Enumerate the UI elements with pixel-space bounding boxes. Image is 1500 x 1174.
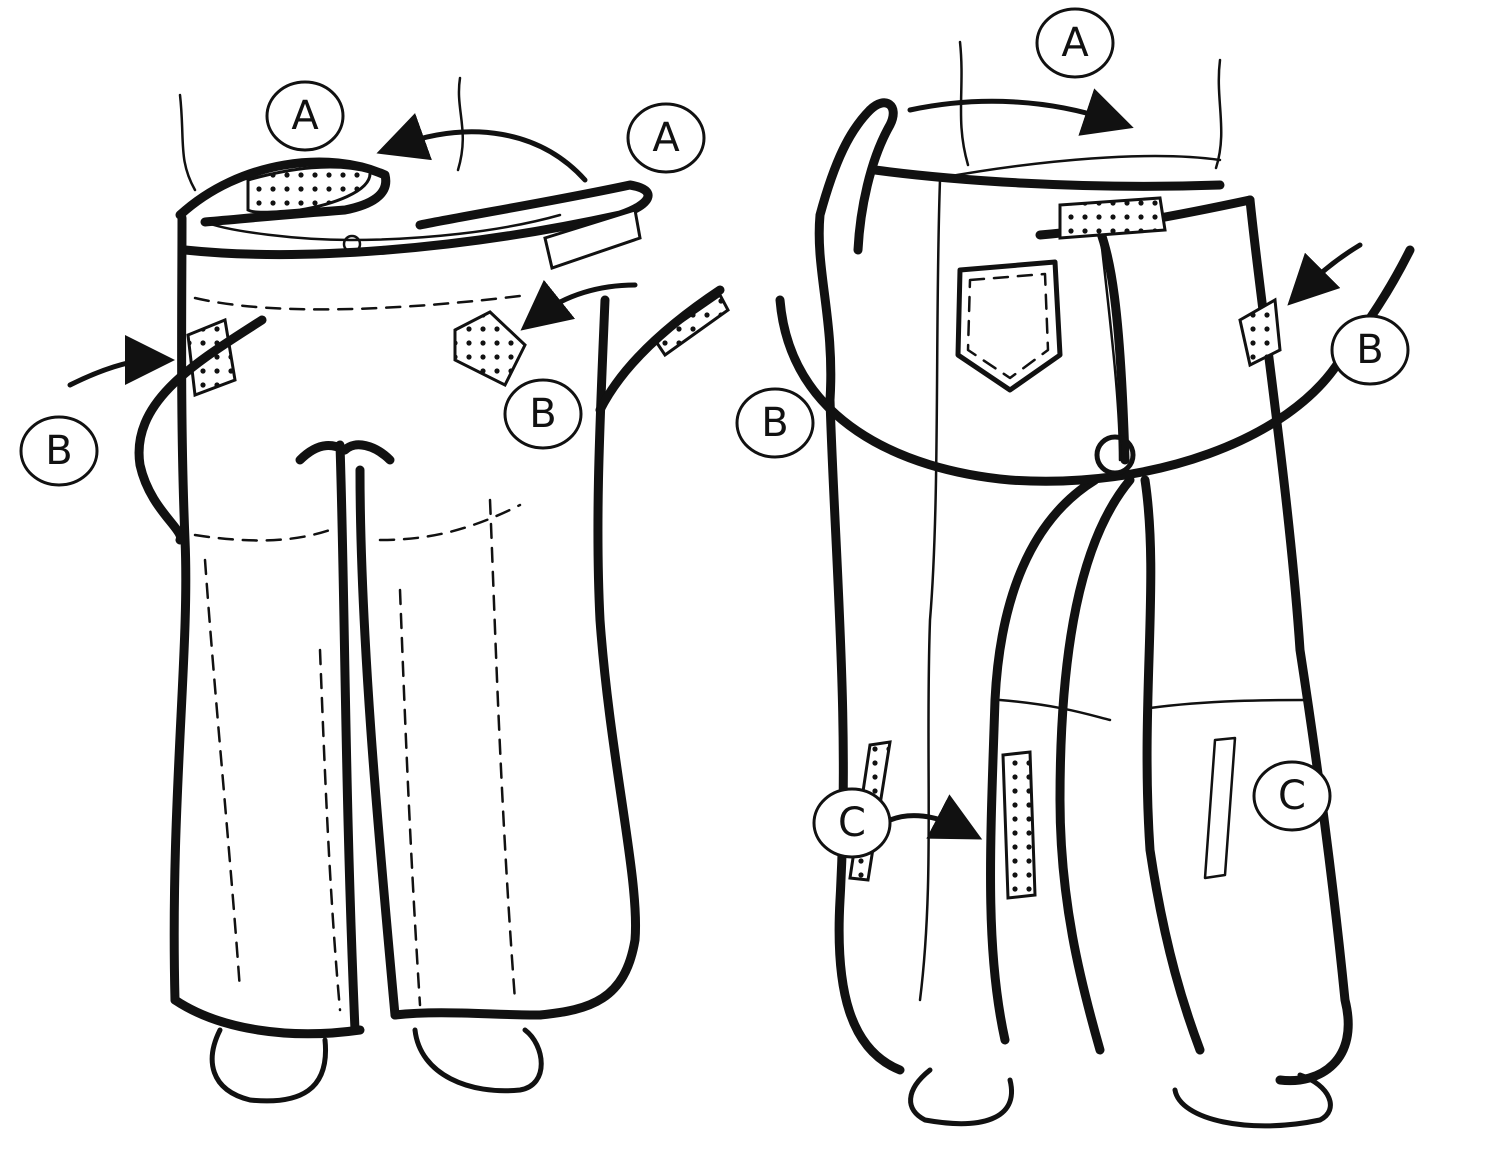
- back-waistband-top: [870, 165, 1225, 191]
- back-label-c-left: C: [812, 787, 892, 859]
- back-label-a: A: [1035, 7, 1115, 79]
- back-leg-inner-left-b: [1055, 475, 1135, 1055]
- front-foot-right: [412, 1027, 544, 1094]
- front-side-seam-left: [203, 558, 242, 992]
- back-waist-flap-inner: [853, 98, 898, 255]
- back-label-c-right: C: [1252, 760, 1332, 832]
- back-waistband-edge: [938, 154, 1222, 180]
- back-leg-outer-left: [825, 395, 905, 1075]
- front-view-jeans: [67, 76, 730, 1104]
- back-center-seam: [1095, 225, 1130, 465]
- back-original-outline-left: [918, 178, 942, 1002]
- back-arrow-c: [887, 794, 983, 840]
- front-label-b-right: B: [503, 378, 583, 450]
- svg-text:B: B: [1356, 327, 1383, 373]
- back-knee-line-left: [998, 698, 1112, 722]
- front-arrow-a-curve: [376, 113, 588, 183]
- front-inseam-left: [335, 440, 360, 1035]
- front-side-flap-left: [134, 315, 267, 545]
- front-torso-line-right: [456, 76, 465, 172]
- front-label-b-left: B: [19, 415, 99, 487]
- front-leg-outer-left: [169, 213, 191, 1005]
- front-inseam-right: [355, 465, 400, 1020]
- front-label-a-left: A: [265, 80, 345, 152]
- back-pocket-stitch: [966, 272, 1050, 380]
- front-waistband-inner: [203, 213, 562, 242]
- back-leg-inner-right-a: [1140, 475, 1205, 1055]
- back-label-b-right: B: [1330, 314, 1410, 386]
- front-crotch: [295, 440, 395, 465]
- back-knee-slot-right: [1203, 736, 1237, 880]
- front-inner-seam-right: [398, 588, 422, 1007]
- front-leg-outer-right: [535, 295, 641, 1020]
- svg-text:A: A: [291, 93, 319, 139]
- front-button-icon: [342, 234, 362, 254]
- front-side-flap-right: [595, 285, 725, 415]
- front-hem-right: [390, 1008, 545, 1020]
- front-pocket-line-left: [193, 528, 332, 542]
- svg-text:C: C: [838, 800, 866, 846]
- front-pocket-line-right: [378, 503, 522, 542]
- svg-text:B: B: [529, 391, 556, 437]
- back-torso-line-right: [1214, 58, 1223, 170]
- back-leg-outer-right: [1245, 195, 1353, 1086]
- back-belt-curve-b: [775, 245, 1415, 486]
- front-torso-line-left: [178, 93, 197, 192]
- svg-text:B: B: [761, 400, 788, 446]
- front-label-a-right: A: [626, 102, 706, 174]
- back-pocket: [955, 259, 1063, 393]
- back-view-jeans: [775, 40, 1415, 1129]
- back-leg-inner-left-a: [986, 475, 1100, 1045]
- front-side-seam-right: [488, 498, 517, 1002]
- back-knee-line-right: [1148, 698, 1307, 710]
- front-arrow-b-right: [520, 279, 638, 331]
- svg-text:A: A: [1061, 20, 1089, 66]
- svg-text:B: B: [45, 428, 72, 474]
- front-waist-patch-right: [543, 208, 642, 270]
- back-foot-left: [908, 1067, 1014, 1127]
- back-crotch-ring: [1094, 434, 1136, 476]
- svg-text:C: C: [1278, 773, 1306, 819]
- front-foot-left: [209, 1027, 329, 1104]
- front-hem-left: [170, 995, 365, 1039]
- front-waistband-back: [175, 157, 391, 227]
- front-belt-loop-line: [193, 294, 522, 311]
- back-waist-flap-left: [814, 105, 875, 405]
- back-arrow-a: [907, 88, 1134, 136]
- back-label-b-left: B: [735, 387, 815, 459]
- front-arrow-b-left: [67, 335, 175, 388]
- svg-text:A: A: [652, 115, 680, 161]
- back-foot-right: [1172, 1072, 1333, 1129]
- front-inner-seam-left: [318, 648, 342, 1012]
- back-arrow-b-right: [1287, 242, 1363, 306]
